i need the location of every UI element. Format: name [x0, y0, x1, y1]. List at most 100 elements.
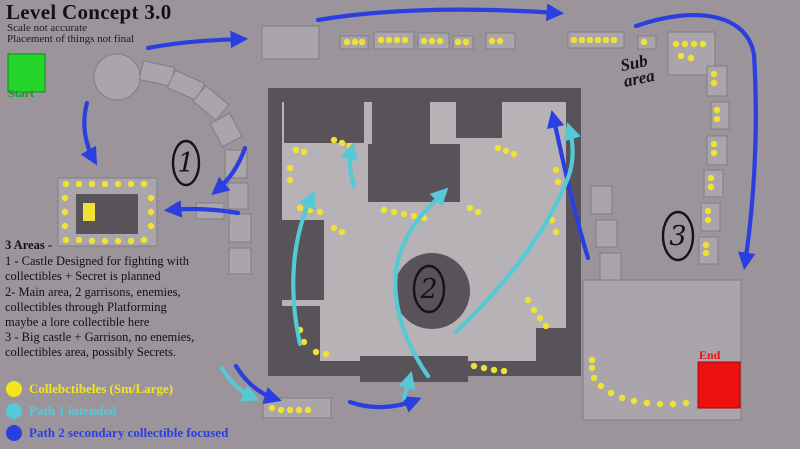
collectible-dot — [656, 400, 664, 408]
collectible-dot — [147, 208, 155, 216]
path-platform — [227, 182, 249, 210]
collectible-dot — [286, 176, 294, 184]
legend-row-path2: Path 2 secondary collectible focused — [6, 425, 228, 441]
collectible-dot — [707, 183, 715, 191]
collectible-dot — [643, 399, 651, 407]
area-note-line: 3 - Big castle + Garrison, no enemies, — [5, 330, 195, 345]
east-platform — [703, 169, 724, 198]
start-square — [7, 53, 46, 93]
collectible-dot — [586, 36, 594, 44]
area-number-circle — [171, 139, 201, 187]
collectible-dot — [713, 115, 721, 123]
collectible-dot — [88, 237, 96, 245]
legend-label-collectibles: Collebctibeles (Sm/Large) — [29, 381, 174, 396]
collectible-dot — [401, 36, 409, 44]
collectible-dot — [710, 140, 718, 148]
collectible-dot — [385, 36, 393, 44]
collectible-dot — [454, 38, 462, 46]
collectible-dot — [316, 208, 324, 216]
collectible-dot — [590, 374, 598, 382]
collectible-dot — [677, 52, 685, 60]
collectible-dot — [610, 36, 618, 44]
area-number-circle — [661, 210, 695, 262]
collectible-dot — [147, 194, 155, 202]
path1-arrow — [453, 122, 581, 335]
legend-label-path2: Path 2 secondary collectible focused — [29, 425, 229, 440]
collectible-dot — [127, 180, 135, 188]
subtitle-scale: Scale not accurate — [7, 22, 88, 34]
end-label: End — [699, 348, 721, 362]
area-number-circle — [412, 264, 446, 314]
path2-arrow — [80, 100, 98, 166]
collectible-dot — [393, 36, 401, 44]
collectible-dot — [462, 38, 470, 46]
collectible-dot — [490, 366, 498, 374]
collectible-dot — [61, 222, 69, 230]
end-square — [697, 361, 741, 409]
collectible-dot — [704, 207, 712, 215]
collectible-dot — [390, 208, 398, 216]
path1-legend-dot — [6, 403, 22, 419]
collectible-dot — [710, 79, 718, 87]
area-note-line: 2- Main area, 2 garrisons, enemies, — [5, 284, 181, 299]
collectible-dot — [343, 38, 351, 46]
collectible-dot — [502, 147, 510, 155]
collectible-dot — [713, 106, 721, 114]
collectible-dot — [588, 356, 596, 364]
collectible-dot — [322, 350, 330, 358]
collectible-dot — [428, 37, 436, 45]
collectible-dot — [594, 36, 602, 44]
collectible-dot — [672, 40, 680, 48]
collectible-dot — [588, 364, 596, 372]
path1-arrow — [219, 365, 260, 402]
collectible-dot — [101, 237, 109, 245]
path2-legend-dot — [6, 425, 22, 441]
collectible-dot — [690, 40, 698, 48]
collectible-dot — [358, 38, 366, 46]
collectible-dot — [296, 204, 304, 212]
collectible-dot — [304, 406, 312, 414]
mid-platform — [590, 185, 613, 215]
path-platform — [192, 84, 230, 122]
east-room — [536, 328, 580, 368]
collectible-dot — [710, 149, 718, 157]
path1-arrow — [340, 142, 358, 189]
collectible-dot — [702, 249, 710, 257]
south-gate — [360, 356, 468, 382]
collectible-dot — [496, 37, 504, 45]
page-title: Level Concept 3.0 — [6, 0, 172, 24]
collectible-dot — [62, 236, 70, 244]
collectible-dot — [618, 394, 626, 402]
garrison-room — [284, 96, 364, 143]
area-note-line: 1 - Castle Designed for fighting with — [5, 254, 189, 269]
mid-platform — [595, 219, 618, 248]
area1-large-collectible — [83, 203, 95, 221]
collectible-dot — [330, 136, 338, 144]
collectible-dot — [295, 406, 303, 414]
east-platform — [706, 135, 728, 166]
collectible-legend-dot — [6, 381, 22, 397]
path-platform — [228, 247, 252, 275]
collectible-dot — [704, 216, 712, 224]
collectible-dot — [114, 180, 122, 188]
area-notes: 3 Areas - 1 - Castle Designed for fighti… — [5, 238, 263, 361]
collectible-dot — [330, 224, 338, 232]
east-platform — [698, 236, 719, 265]
east-platform — [700, 202, 721, 232]
collectible-dot — [62, 180, 70, 188]
collectible-dot — [536, 314, 544, 322]
collectible-dot — [542, 322, 550, 330]
area-note-line: collectibles area, possibly Secrets. — [5, 345, 177, 360]
collectible-dot — [602, 36, 610, 44]
legend-row-path1: Path 1 intended — [6, 403, 116, 419]
collectible-dot — [699, 40, 707, 48]
area-notes-heading: 3 Areas - — [5, 238, 52, 252]
collectible-dot — [338, 228, 346, 236]
central-tower — [394, 253, 470, 329]
collectible-dot — [681, 40, 689, 48]
collectible-dot — [552, 228, 560, 236]
collectible-dot — [510, 150, 518, 158]
collectible-dot — [75, 180, 83, 188]
area-note-line: collectibles through Platforming — [5, 299, 167, 314]
path2-arrow — [633, 13, 758, 271]
